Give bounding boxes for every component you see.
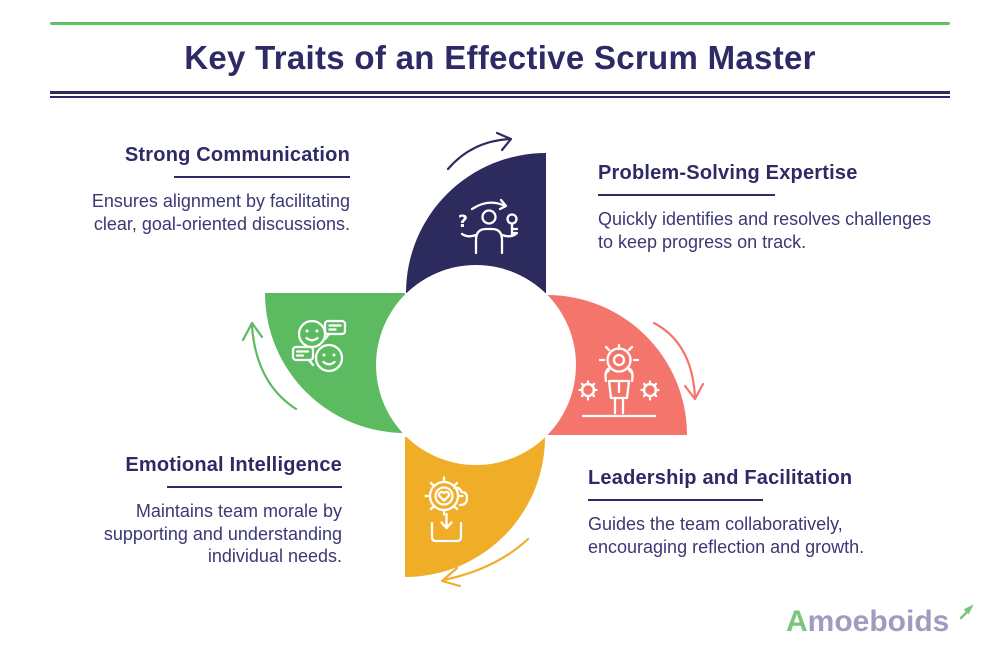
flow-arrow-bottom-icon — [440, 537, 530, 588]
heart-gear-learning-icon — [424, 476, 469, 543]
flow-arrow-left-icon — [241, 321, 298, 411]
logo-arrow-icon — [959, 604, 974, 620]
svg-text:?: ? — [458, 212, 468, 232]
trait-description: Maintains team morale by supporting and … — [103, 501, 342, 566]
trait-underline — [588, 499, 763, 501]
divider-line-thick — [50, 91, 950, 94]
trait-title: Strong Communication — [124, 144, 350, 166]
header-accent-line — [50, 22, 950, 25]
center-circle — [376, 265, 576, 465]
trait-block-emotional-intelligence: Emotional Intelligence Maintains team mo… — [47, 452, 342, 568]
logo-first-letter: A — [786, 605, 808, 638]
decision-question-key-icon: ? — [458, 198, 519, 255]
trait-description: Ensures alignment by facilitating clear,… — [91, 191, 350, 234]
title-divider — [50, 91, 950, 98]
chat-smileys-icon — [291, 319, 347, 373]
amoeboids-logo: Amoeboids — [786, 604, 974, 639]
flow-arrow-right-icon — [652, 321, 705, 401]
page-title: Key Traits of an Effective Scrum Master — [184, 39, 816, 76]
trait-underline — [174, 176, 350, 178]
leader-with-gears-icon — [578, 343, 660, 418]
trait-title: Problem-Solving Expertise — [598, 162, 858, 184]
trait-block-leadership: Leadership and Facilitation Guides the t… — [588, 465, 938, 558]
divider-line-thin — [50, 96, 950, 98]
trait-description: Quickly identifies and resolves challeng… — [598, 209, 932, 252]
trait-underline — [167, 486, 342, 488]
logo-wordmark: moeboids — [807, 605, 950, 638]
trait-title: Leadership and Facilitation — [588, 467, 853, 489]
trait-block-strong-communication: Strong Communication Ensures alignment b… — [55, 142, 350, 235]
trait-underline — [598, 194, 775, 196]
trait-description: Guides the team collaboratively, encoura… — [588, 514, 865, 557]
trait-title: Emotional Intelligence — [125, 454, 342, 476]
trait-block-problem-solving: Problem-Solving Expertise Quickly identi… — [598, 160, 950, 253]
flow-arrow-top-icon — [446, 131, 513, 171]
